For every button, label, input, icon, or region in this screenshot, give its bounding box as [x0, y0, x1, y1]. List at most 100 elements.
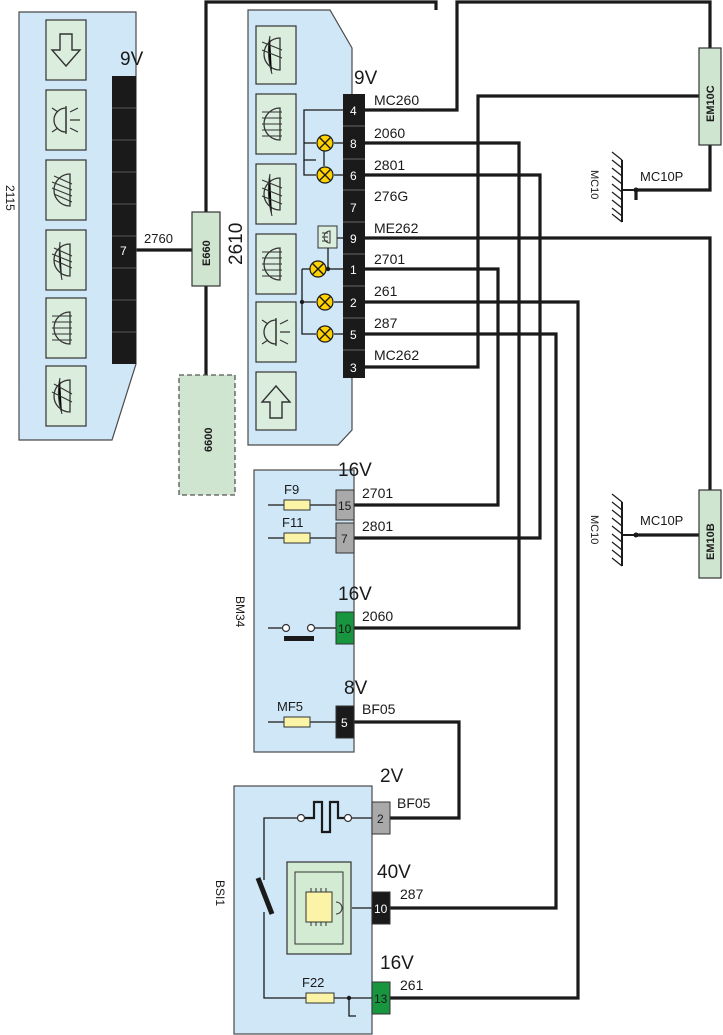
main-beam-icon [45, 297, 87, 359]
connector-bsi1-grey [371, 801, 391, 835]
pin-label: 6 [350, 169, 357, 183]
module-2115-code: 2115 [3, 185, 17, 211]
wire-me262 [365, 236, 712, 490]
module-2610-code: 2610 [226, 223, 247, 265]
module-2610: 2610 9V [226, 9, 419, 446]
wire-2801 [354, 173, 542, 540]
bm34-voltage-2: 16V [338, 584, 372, 605]
wire-label: ME262 [374, 220, 419, 236]
connector-e660: E660 [191, 211, 221, 287]
wire-label: 2701 [362, 485, 393, 501]
module-2115-pin: 7 [120, 244, 127, 258]
main-beam-switch-icon [255, 93, 297, 155]
front-fog-switch-icon [255, 163, 297, 225]
module-bsi1-code: BSI1 [213, 880, 227, 906]
fuse-icon [283, 532, 311, 544]
headlamp-switch-icon [255, 233, 297, 295]
pin-label: 10 [374, 902, 388, 916]
ground-connector-em10b: EM10B [698, 489, 722, 579]
fuse-f11-label: F11 [282, 515, 303, 530]
fuse-mf5-label: MF5 [277, 699, 303, 714]
warning-lamp-icon [316, 166, 334, 184]
wire-mc260 [365, 0, 712, 112]
wire-2060 [354, 141, 521, 630]
wire-em10c-ground [634, 145, 712, 200]
connector-2115 [112, 76, 136, 364]
wire-label: 287 [400, 886, 424, 902]
fuse-icon [283, 716, 311, 728]
fuse-icon [283, 499, 311, 511]
connector-bm34-grey [335, 489, 355, 521]
dipped-beam-icon [45, 159, 87, 221]
wire-mc262 [365, 94, 699, 369]
connector-bm34-green [335, 611, 355, 645]
em10c-label: EM10C [705, 85, 717, 122]
fuse-icon [305, 992, 335, 1004]
pin-label: 9 [350, 232, 357, 246]
bm34-voltage-3: 8V [344, 678, 368, 699]
wire-label: 2701 [374, 251, 405, 267]
module-2115: 7 9V 2115 [3, 11, 144, 441]
pulse-relay-icon [296, 800, 372, 834]
pin-label: 10 [338, 622, 352, 636]
wire-label: 276G [374, 188, 408, 204]
wire-label: 2801 [362, 518, 393, 534]
connector-bsi1-black [371, 891, 391, 925]
pin-label: 2 [350, 296, 357, 310]
bsi1-voltage-3: 16V [380, 953, 414, 974]
wire-287 [365, 332, 558, 910]
fog-lamp-switch-icon [255, 301, 297, 363]
bm34-voltage-1: 16V [338, 460, 372, 481]
wire-label: 261 [374, 283, 398, 299]
pin-label: 7 [341, 532, 348, 546]
pin-label: 2 [377, 812, 384, 826]
wire-label: 2801 [374, 157, 405, 173]
pin-label: 4 [350, 104, 357, 118]
connector-bm34-grey [335, 522, 355, 554]
wire-label: 261 [400, 977, 424, 993]
wire-label: BF05 [362, 701, 396, 717]
module-6600-label: 6600 [203, 428, 215, 452]
pin-label: 3 [350, 361, 357, 375]
pin-label: 15 [338, 499, 352, 513]
wire-label: MC260 [374, 92, 419, 108]
warning-lamp-icon [316, 293, 334, 311]
warning-lamp-icon [316, 325, 334, 343]
warning-lamp-icon [309, 260, 327, 278]
wire-bf05 [354, 720, 461, 820]
warning-lamp-icon [316, 134, 334, 152]
fuse-f22-label: F22 [302, 975, 324, 990]
module-bm34-code: BM34 [233, 596, 247, 628]
switch-arrow-down-icon [45, 19, 87, 81]
relay-switch-icon [255, 877, 275, 915]
pin-label: 13 [374, 992, 388, 1006]
ground-mc10-label: MC10 [588, 170, 600, 199]
fog-lamp-icon [45, 89, 87, 151]
ground-mc10-label: MC10 [588, 515, 600, 544]
wire-2701 [354, 267, 500, 507]
pin-label: 7 [350, 201, 357, 215]
module-6600: 6600 [178, 374, 236, 496]
arrow-up-icon [255, 371, 297, 431]
pin-label: 1 [350, 263, 357, 277]
module-2610-internal-wiring [299, 109, 343, 335]
wire-2760-label: 2760 [144, 231, 173, 246]
wires [136, 0, 712, 1000]
wire-e660-top [204, 0, 438, 212]
rear-fog-switch-icon [255, 25, 297, 85]
module-2610-voltage: 9V [354, 68, 378, 89]
control-unit-icon [286, 861, 352, 955]
fuse-f9-label: F9 [284, 482, 299, 497]
side-light-icon [45, 365, 87, 427]
connector-2610 [343, 94, 365, 378]
ground-mc10p-label: MC10P [640, 169, 683, 184]
em10b-label: EM10B [705, 523, 717, 560]
switch-contact-icon [268, 623, 336, 641]
bsi1-voltage-2: 40V [377, 862, 411, 883]
wire-label: MC262 [374, 347, 419, 363]
e660-label: E660 [201, 240, 213, 266]
bsi1-internal-wiring [263, 817, 372, 1017]
connector-bsi1-green [371, 981, 391, 1015]
bsi1-voltage-1: 2V [380, 766, 404, 787]
